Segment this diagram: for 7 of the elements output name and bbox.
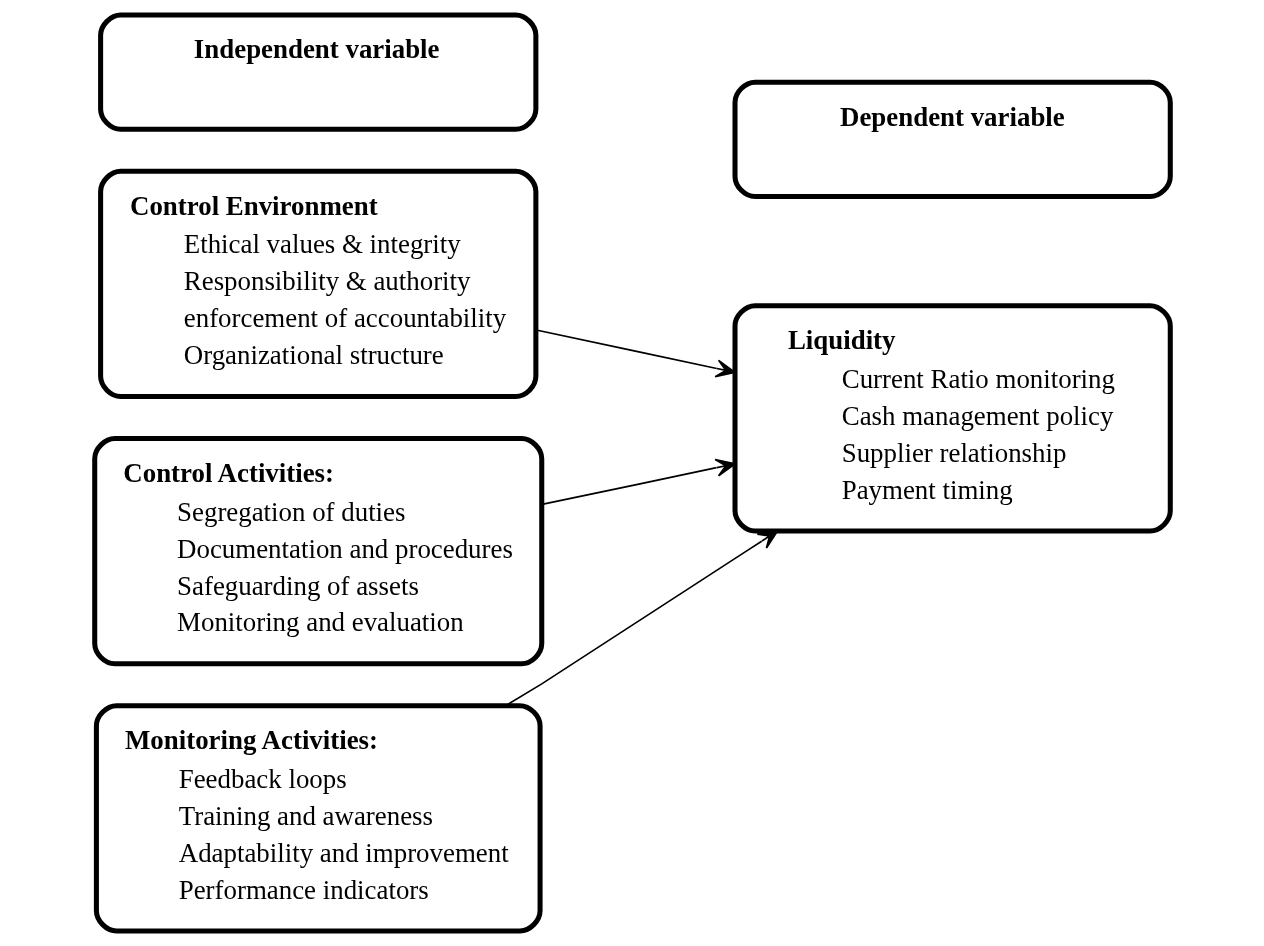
node-box: Control Activities: Segregation of duties Documentation and procedures Safeguarding of assets Monitoring and evaluation <box>91 436 544 667</box>
arrow <box>504 530 778 707</box>
node-box: Independent variable <box>97 12 538 132</box>
node-box: Liquidity Current Ratio monitoring Cash management policy Supplier relationship Payment timing <box>732 303 1173 534</box>
node-box: Dependent variable <box>732 79 1173 200</box>
node-box: Control Environment Ethical values & integrity Responsibility & authority enforcement of accountability Organizational structure <box>97 168 538 400</box>
node-box: Monitoring Activities: Feedback loops Training and awareness Adaptability and improvement Performance indicators <box>93 703 543 934</box>
